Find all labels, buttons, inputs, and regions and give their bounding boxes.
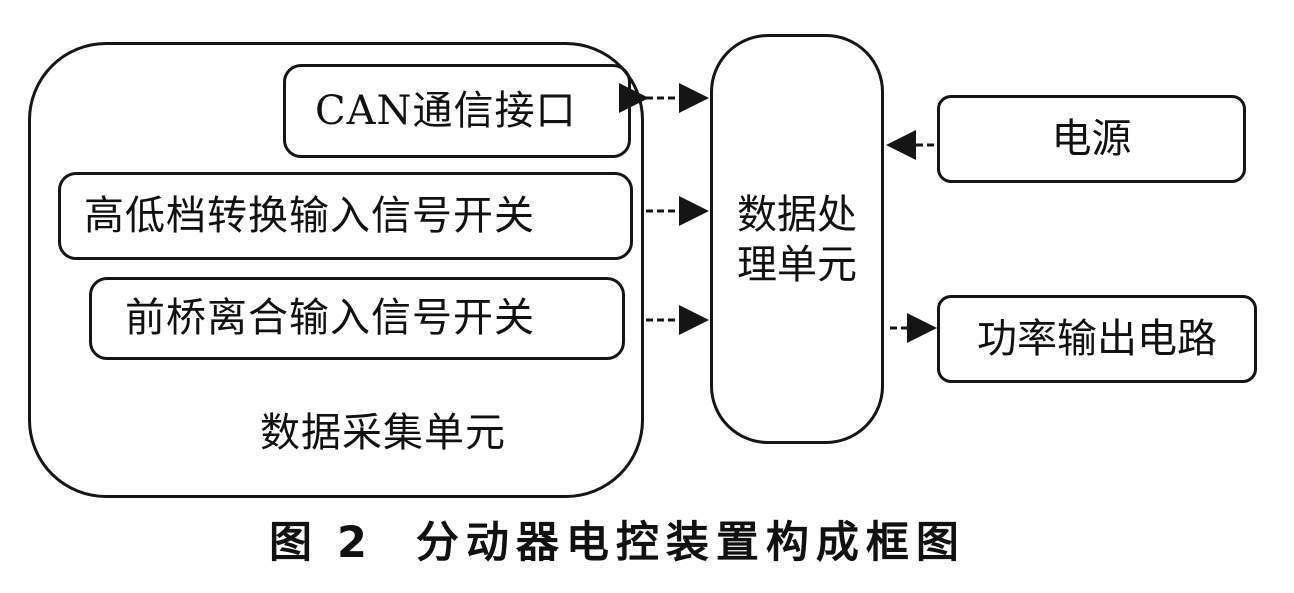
figure-caption-number: 2 (337, 518, 374, 568)
front-axle-clutch-switch-box (89, 277, 625, 360)
figure-caption-label: 图 (269, 518, 319, 568)
power-supply-label: 电源 (1051, 116, 1132, 162)
power-output-circuit-box (937, 295, 1257, 383)
data-collection-unit-label: 数据采集单元 (260, 410, 506, 456)
data-processing-unit-box (710, 34, 884, 444)
high-low-gear-switch-label: 高低档转换输入信号开关 (84, 193, 535, 239)
power-supply-box (937, 95, 1246, 183)
can-interface-label: CAN通信接口 (315, 88, 577, 134)
data-processing-unit-label: 数据处 理单元 (737, 192, 857, 288)
front-axle-clutch-switch-label: 前桥离合输入信号开关 (125, 295, 535, 341)
data-collection-unit-box (28, 42, 644, 498)
power-output-circuit-label: 功率输出电路 (977, 316, 1217, 362)
high-low-gear-switch-box (58, 172, 633, 260)
figure-caption-title: 分动器电控装置构成框图 (415, 518, 966, 568)
